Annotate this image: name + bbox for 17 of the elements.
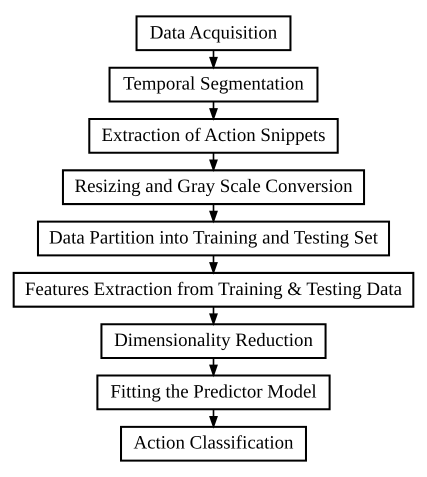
arrow [209, 204, 218, 224]
node-box: Fitting the Predictor Model [96, 374, 331, 410]
node-box: Features Extraction from Training & Testing Data [12, 272, 414, 308]
node-box: Resizing and Gray Scale Conversion [62, 169, 366, 206]
node-box: Data Partition into Training and Testing Set [36, 220, 390, 256]
arrow [209, 102, 218, 121]
node-box: Data Acquisition [136, 15, 292, 52]
arrow [209, 307, 218, 326]
arrow [209, 50, 218, 70]
node-box: Temporal Segmentation [108, 66, 318, 102]
node-box: Extraction of Action Snippets [88, 118, 339, 154]
arrow [209, 410, 218, 429]
arrow [209, 358, 218, 378]
node-box: Dimensionality Reduction [100, 323, 327, 359]
node-box: Action Classification [120, 426, 307, 462]
arrow [209, 153, 218, 172]
arrow [209, 256, 218, 275]
